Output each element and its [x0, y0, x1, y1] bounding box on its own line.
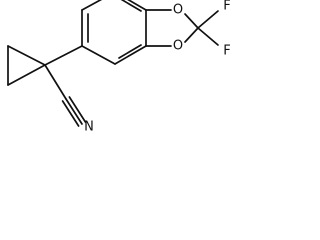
- ring-bond-top-oxygen-to-carbon: [184, 13, 199, 29]
- benzene-double-bond: [118, 44, 142, 59]
- benzene-double-bond: [120, 0, 142, 12]
- triple-bond-line-3: [61, 100, 80, 127]
- chemical-structure-diagram: O O F F N: [7, 0, 231, 133]
- oxygen-bottom-label: O: [173, 39, 183, 54]
- triple-bond-line-1: [65, 98, 83, 125]
- ring-bond-bottom-oxygen-to-carbon: [184, 27, 199, 43]
- benzene-bond: [81, 0, 103, 11]
- cyclopropane-bond-bottom: [7, 64, 46, 86]
- benzene-bond: [127, 0, 147, 11]
- nitrile-group: [44, 64, 87, 127]
- benzene-bond: [114, 45, 147, 65]
- carbon-fluorine-bond-top: [197, 10, 219, 29]
- cyclopropane-ring: [7, 45, 46, 86]
- fluorine-bottom-label: F: [223, 44, 230, 59]
- triple-bond-line-2: [68, 96, 87, 123]
- fluorine-top-label: F: [223, 0, 230, 14]
- cyclopropane-bond-top: [7, 45, 46, 66]
- benzene-ring: [81, 0, 147, 65]
- benzene-bond: [81, 45, 116, 65]
- carbon-carbon-single-bond: [44, 64, 67, 100]
- nitrile-nitrogen-label: N: [84, 120, 94, 133]
- aryl-cyclopropyl-bond: [44, 45, 83, 66]
- difluorodioxole-ring: [145, 9, 219, 47]
- carbon-fluorine-bond-bottom: [197, 27, 219, 46]
- oxygen-top-label: O: [173, 3, 183, 18]
